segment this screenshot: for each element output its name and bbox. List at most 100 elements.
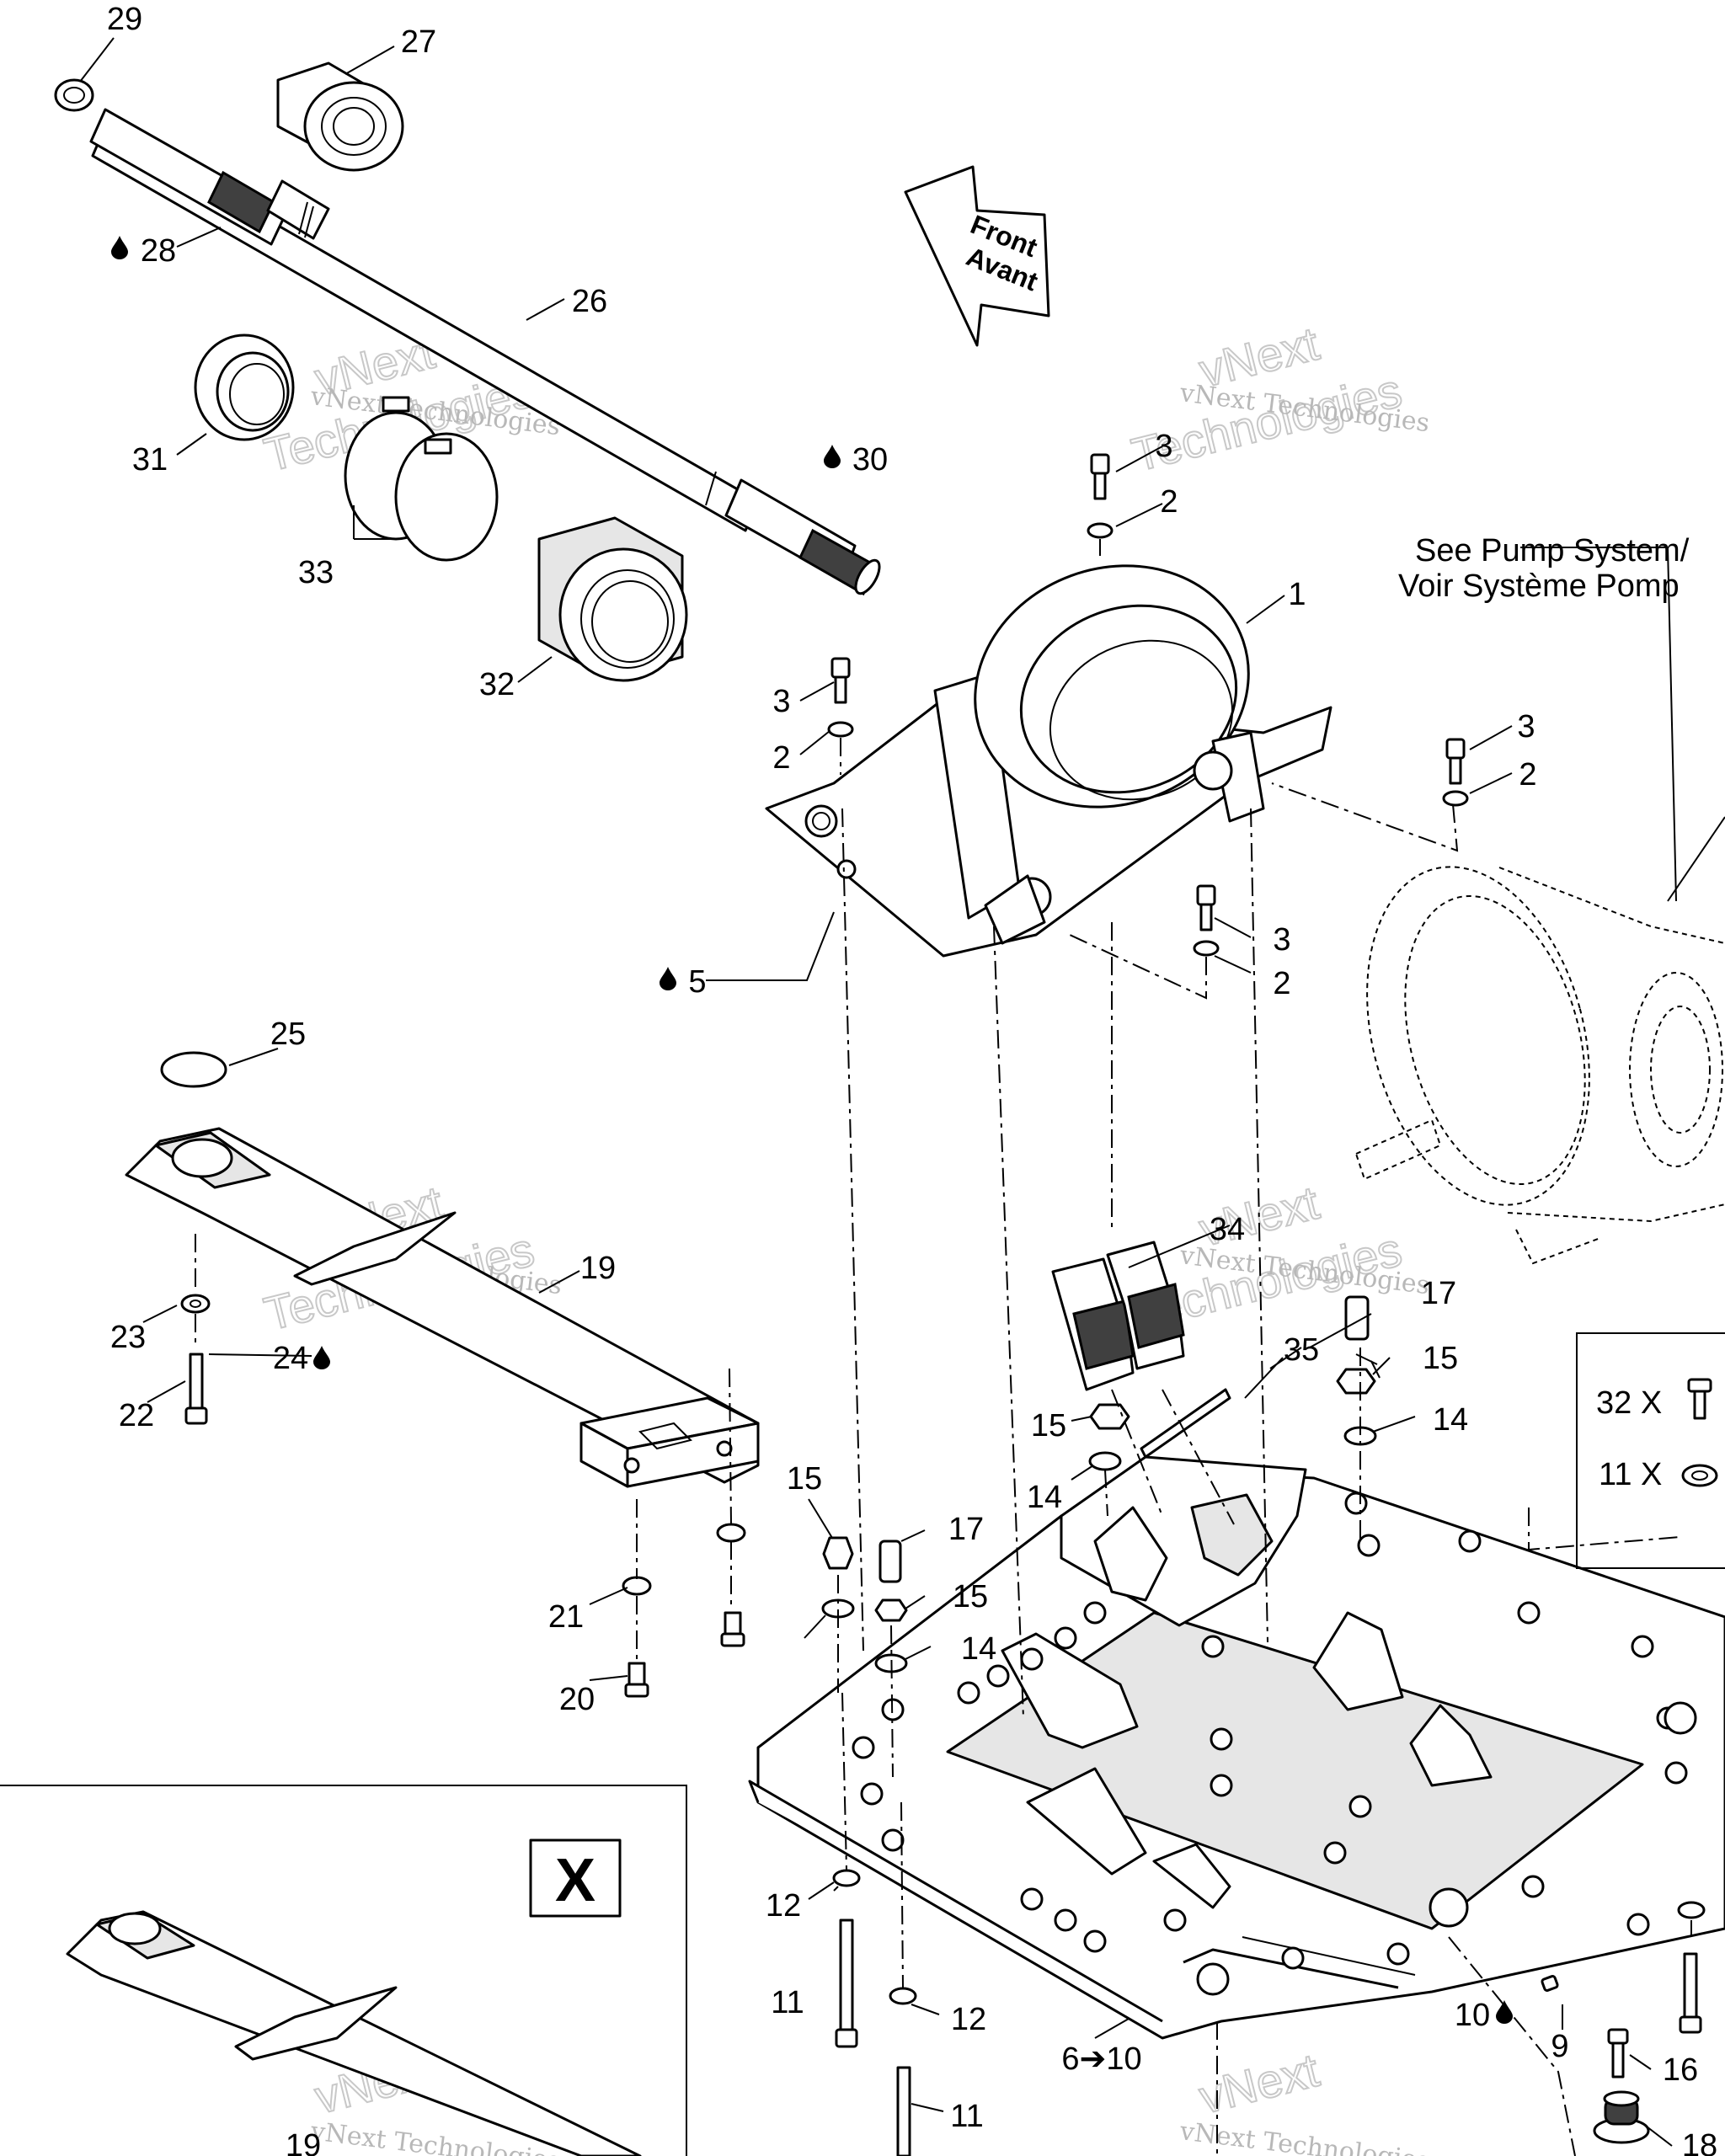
- screw-3-left: [827, 657, 854, 738]
- callout-19: 19: [286, 2128, 321, 2156]
- callout-2: 2: [1160, 484, 1178, 520]
- callout-21: 21: [548, 1599, 584, 1635]
- bolt-11-b: [896, 2066, 911, 2156]
- see-pump-line2: Voir Système Pomp: [1398, 568, 1680, 604]
- nut-15-right: [1336, 1368, 1376, 1395]
- leader-lines: [79, 37, 1725, 2147]
- callout-17: 17: [948, 1512, 984, 1547]
- boot-32: [537, 516, 688, 682]
- callout-3: 3: [1273, 922, 1290, 958]
- callout-17: 17: [1421, 1276, 1456, 1311]
- grommet-18: [1593, 2090, 1650, 2144]
- callout-3: 3: [1155, 429, 1172, 464]
- callout-3: 3: [772, 684, 790, 719]
- screw-3-right: [1442, 738, 1469, 807]
- callout-35: 35: [1284, 1332, 1319, 1368]
- plate-holes: [852, 1492, 1697, 1996]
- inset-washer-icon: [1681, 1464, 1718, 1487]
- seal-29: [54, 78, 94, 112]
- callout-15: 15: [1031, 1408, 1066, 1444]
- spacer-17-right: [1344, 1295, 1370, 1341]
- screw-16: [1607, 2028, 1629, 2079]
- nut-15-left: [822, 1536, 854, 1570]
- callout-19: 19: [580, 1251, 616, 1286]
- see-pump-line1: See Pump System/: [1415, 533, 1690, 568]
- callout-32: 32: [479, 667, 515, 702]
- callout-14: 14: [1433, 1402, 1468, 1438]
- jet-pump-ghost: [1354, 866, 1725, 1265]
- watermark-big: vNext: [1194, 2043, 1325, 2124]
- drive-shaft: [89, 108, 881, 596]
- callout-24: 24: [273, 1341, 308, 1376]
- screw-9: [1541, 1975, 1559, 1992]
- callout-33: 33: [298, 555, 334, 590]
- callout-18: 18: [1682, 2128, 1717, 2156]
- callout-11: 11: [771, 1985, 804, 2020]
- callout-16: 16: [1663, 2052, 1698, 2088]
- spacer-17-left: [879, 1540, 902, 1583]
- washer-14-mid: [1088, 1451, 1122, 1471]
- callout-3: 3: [1517, 709, 1535, 744]
- bearing-27: [276, 61, 404, 172]
- callout-14: 14: [1027, 1480, 1062, 1515]
- clamps-33: [344, 396, 499, 562]
- callout-labels: 29 27 28 26 31 33 32 30 3 2 1 3 2 3 2 3 …: [107, 2, 1717, 2156]
- callout-20: 20: [559, 1682, 595, 1717]
- screw-3-top: [1087, 453, 1114, 539]
- callout-9: 9: [1551, 2029, 1568, 2064]
- callout-12: 12: [766, 1888, 801, 1924]
- inset-row2-label: 11 X: [1599, 1457, 1662, 1492]
- washer-21: [622, 1523, 746, 1596]
- callout-11: 11: [950, 2099, 983, 2134]
- callout-14: 14: [961, 1631, 996, 1667]
- callout-15: 15: [787, 1461, 822, 1497]
- callout-29: 29: [107, 2, 142, 37]
- callout-15: 15: [1423, 1341, 1458, 1376]
- washer-23: [180, 1294, 211, 1314]
- bolt-20: [624, 1611, 745, 1698]
- callout-25: 25: [270, 1017, 306, 1052]
- nut-15-mid: [1089, 1403, 1130, 1430]
- callout-12: 12: [951, 2002, 986, 2037]
- watermark-text: vNext Technologies: [1178, 2116, 1431, 2156]
- bearing-support-housing: [765, 564, 1332, 958]
- callout-2: 2: [772, 740, 790, 776]
- rod-35: [1140, 1388, 1231, 1459]
- inset-screw-icon: [1687, 1378, 1712, 1420]
- ride-plate-6: [748, 1455, 1725, 2040]
- callout-28: 28: [141, 233, 176, 269]
- callout-22: 22: [119, 1398, 154, 1433]
- callout-30: 30: [852, 442, 888, 478]
- callout-6-10: 6➔10: [1061, 2041, 1141, 2077]
- callout-10: 10: [1455, 1998, 1490, 2033]
- callout-2: 2: [1519, 757, 1536, 792]
- callout-26: 26: [572, 284, 607, 319]
- detail-letter: X: [555, 1847, 595, 1914]
- callout-5: 5: [688, 964, 706, 1000]
- washer-12-b: [889, 1987, 917, 2005]
- inset-panel-right: 32 X 11 X: [1576, 1332, 1725, 1569]
- washer-12-a: [832, 1869, 861, 1887]
- callout-2: 2: [1273, 966, 1290, 1001]
- callout-27: 27: [401, 24, 436, 60]
- callout-31: 31: [132, 442, 168, 478]
- bolt-22: [184, 1353, 208, 1425]
- nut-15-left2: [874, 1598, 908, 1622]
- detail-box-x: X 19: [0, 1785, 687, 2156]
- alignment-lines: [195, 539, 1692, 2156]
- callout-1: 1: [1288, 577, 1306, 612]
- callout-15: 15: [953, 1579, 988, 1614]
- see-pump-note: See Pump System/ Voir Système Pomp: [1398, 533, 1690, 604]
- engine-mounts-34: [1051, 1241, 1185, 1391]
- front-direction-arrow: Front Avant: [904, 165, 1050, 347]
- screw-3-lower: [1193, 884, 1220, 957]
- reinforcement-19: [125, 1127, 760, 1488]
- inset-row1-label: 32 X: [1596, 1385, 1662, 1421]
- cap-25: [160, 1051, 227, 1088]
- ring-31: [194, 334, 295, 441]
- bolt-right-edge: [1677, 1901, 1706, 2034]
- callout-34: 34: [1210, 1212, 1245, 1247]
- callout-23: 23: [110, 1320, 146, 1355]
- bolt-11-a: [835, 1919, 858, 2048]
